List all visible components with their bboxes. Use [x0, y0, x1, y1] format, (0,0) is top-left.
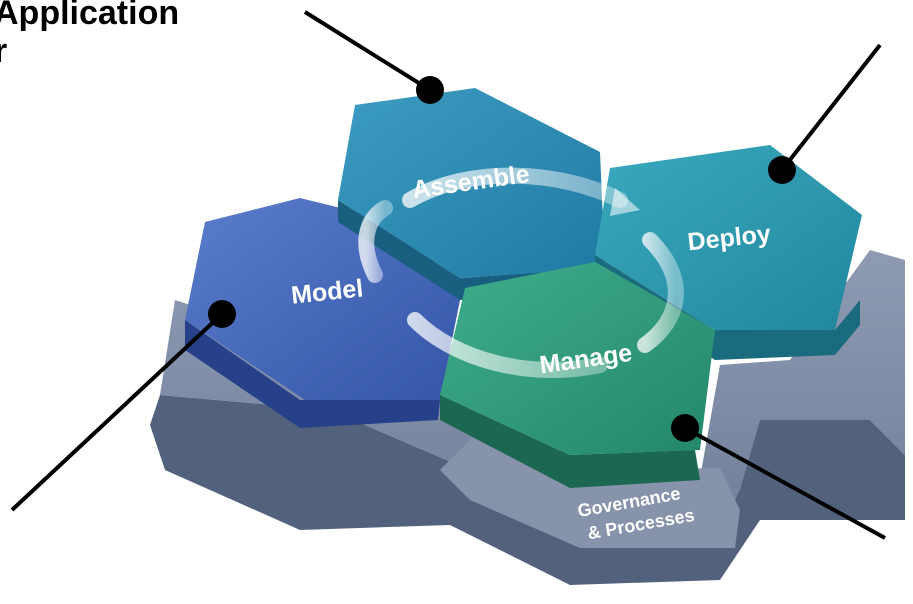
title-line-2: r [0, 32, 8, 70]
arrow-head-top [610, 188, 640, 216]
callout-line-deploy [780, 43, 882, 172]
manage-hexagon-top [440, 262, 715, 455]
governance-base [150, 250, 905, 585]
callout-dot-deploy [768, 156, 796, 184]
callout-dot-assemble [416, 76, 444, 104]
arrow-top [402, 167, 628, 208]
model-hexagon-side [185, 320, 440, 428]
callout-line-model [10, 312, 224, 512]
arrow-left [358, 200, 393, 283]
callout-line-assemble [303, 10, 432, 92]
deploy-hexagon-top [595, 145, 862, 330]
manage-hexagon [440, 262, 715, 488]
callout-dot-manage [671, 414, 699, 442]
arrow-right [637, 232, 684, 353]
deploy-hexagon-side [595, 255, 860, 360]
arrow-bottom [407, 312, 608, 378]
base-top-face [160, 250, 905, 540]
deploy-hexagon [595, 145, 862, 360]
base-label-face [440, 430, 740, 548]
lifecycle-arrows [358, 167, 684, 378]
callout-dot-model [208, 300, 236, 328]
manage-hexagon-side [440, 395, 700, 488]
callout-line-manage [684, 426, 886, 540]
title-line-1: Application [0, 0, 180, 32]
callouts [10, 10, 886, 540]
callout-dots [208, 76, 796, 442]
